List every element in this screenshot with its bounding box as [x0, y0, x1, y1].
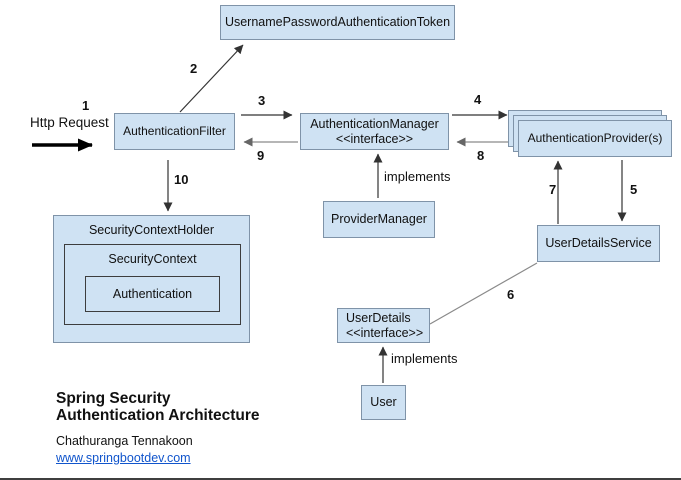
box-authentication: Authentication	[85, 276, 220, 312]
implements-label-user: implements	[391, 351, 458, 366]
step-number-3: 3	[258, 93, 266, 108]
step-number-2: 2	[190, 61, 198, 76]
line-6-userdetails-link	[429, 262, 538, 325]
box-user: User	[361, 385, 406, 420]
box-label: SecurityContextHolder	[88, 223, 215, 237]
step-number-8: 8	[477, 148, 485, 163]
website-link[interactable]: www.springbootdev.com	[56, 451, 191, 465]
step-number-7: 7	[549, 182, 557, 197]
step-number-6: 6	[507, 287, 515, 302]
step-number-10: 10	[174, 172, 189, 187]
step-number-5: 5	[630, 182, 638, 197]
implements-label-provider-manager: implements	[384, 169, 451, 184]
author-name: Chathuranga Tennakoon	[56, 434, 193, 448]
box-authentication-filter: AuthenticationFilter	[114, 113, 235, 150]
box-user-details-service: UserDetailsService	[537, 225, 660, 262]
box-label: User	[370, 395, 397, 409]
diagram-title-line1: Spring Security	[56, 390, 171, 407]
arrow-2-create-token	[179, 44, 244, 113]
box-stereotype: <<interface>>	[335, 131, 414, 146]
box-label: UsernamePasswordAuthenticationToken	[224, 15, 451, 29]
http-request-label: Http Request	[30, 115, 109, 130]
box-authentication-providers: AuthenticationProvider(s)	[518, 120, 672, 157]
step-number-1: 1	[82, 98, 90, 113]
box-stereotype: <<interface>>	[346, 325, 424, 340]
step-number-9: 9	[257, 148, 265, 163]
box-label: ProviderManager	[331, 212, 427, 226]
box-label: AuthenticationProvider(s)	[527, 131, 663, 146]
box-label: SecurityContext	[108, 252, 197, 266]
box-label: AuthenticationManager	[310, 116, 439, 131]
box-authentication-manager: AuthenticationManager <<interface>>	[300, 113, 449, 150]
box-user-details: UserDetails <<interface>>	[337, 308, 430, 343]
footer: Spring Security Authentication Architect…	[56, 390, 260, 467]
box-security-context: SecurityContext Authentication	[64, 244, 241, 325]
box-label: UserDetailsService	[545, 236, 652, 250]
box-security-context-holder: SecurityContextHolder SecurityContext Au…	[53, 215, 250, 343]
box-label: Authentication	[112, 286, 193, 301]
step-number-4: 4	[474, 92, 482, 107]
box-label: AuthenticationFilter	[123, 124, 226, 139]
box-label: UserDetails	[346, 310, 411, 325]
box-username-password-authentication-token: UsernamePasswordAuthenticationToken	[220, 5, 455, 40]
diagram-title-line2: Authentication Architecture	[56, 407, 260, 424]
box-provider-manager: ProviderManager	[323, 201, 435, 238]
